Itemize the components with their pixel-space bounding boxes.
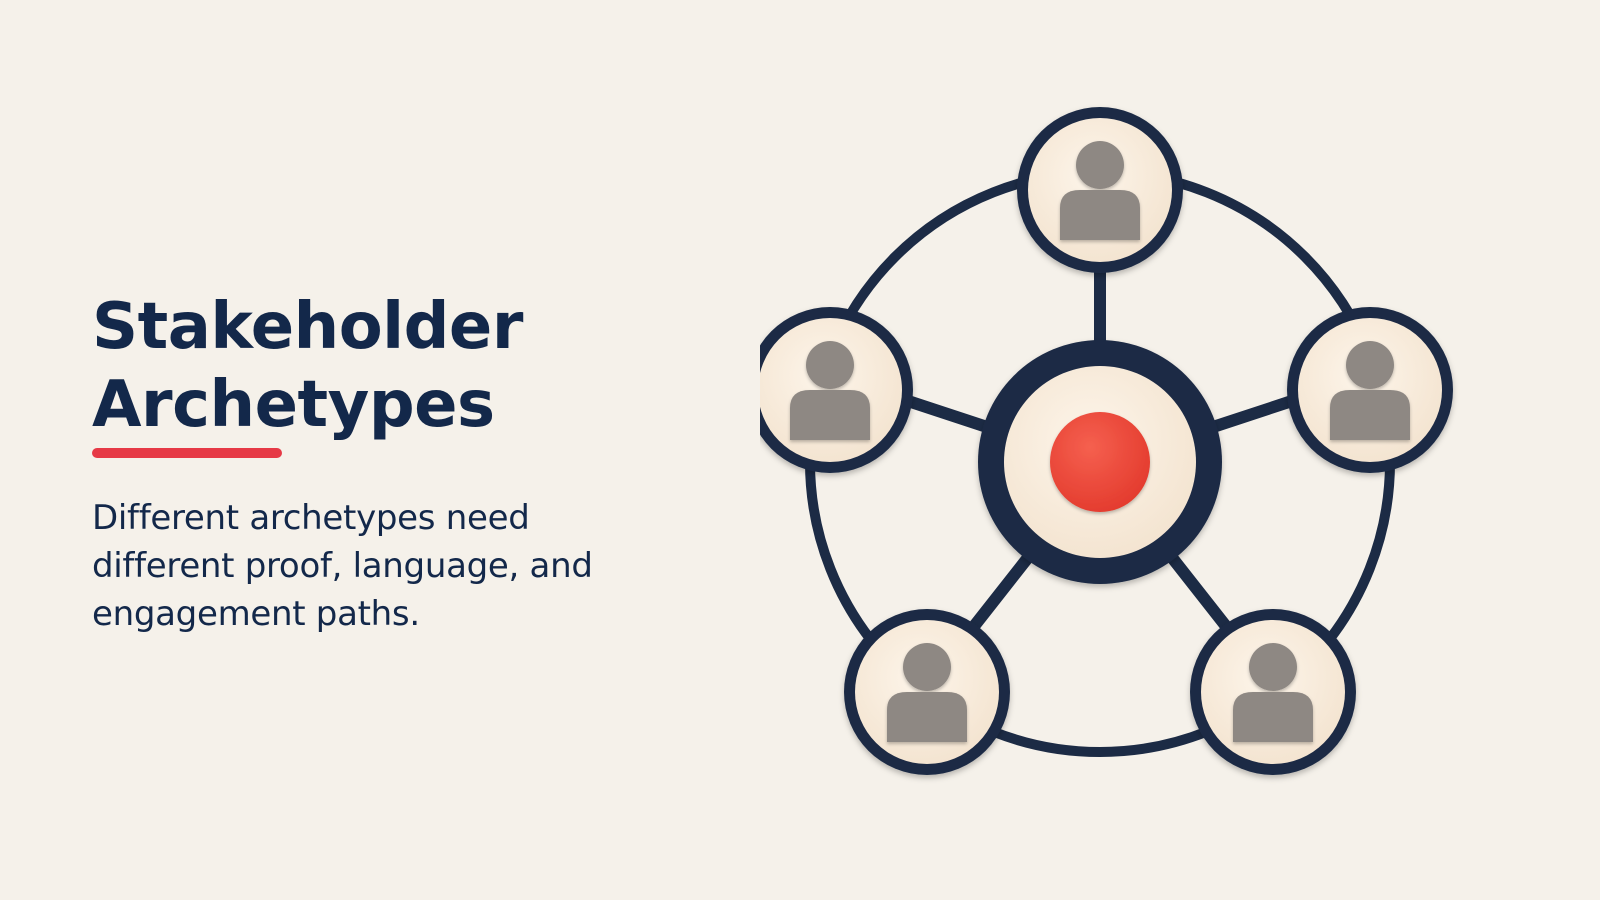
spokes	[899, 264, 1301, 631]
person-icon	[790, 341, 870, 440]
spoke-left	[899, 394, 996, 434]
person-icon	[887, 643, 967, 742]
spoke-bottom-right	[1164, 549, 1231, 631]
text-block: Stakeholder Archetypes Different archety…	[92, 288, 652, 638]
person-icon	[1233, 643, 1313, 742]
stakeholder-node-top	[1017, 107, 1183, 273]
stakeholder-node-bottom-right	[1190, 609, 1356, 775]
spoke-right	[1204, 394, 1301, 434]
stakeholder-network-diagram	[760, 107, 1453, 775]
slide-title: Stakeholder Archetypes	[92, 288, 652, 444]
person-icon	[1060, 141, 1140, 240]
stakeholder-node-bottom-left	[844, 609, 1010, 775]
stakeholder-node-left	[760, 307, 913, 473]
red-dot-icon	[1050, 412, 1150, 512]
title-line-1: Stakeholder	[92, 290, 523, 364]
stakeholder-node-right	[1287, 307, 1453, 473]
title-underline	[92, 448, 282, 458]
title-line-2: Archetypes	[92, 368, 495, 442]
spoke-bottom-left	[969, 549, 1036, 631]
person-icon	[1330, 341, 1410, 440]
slide-subtitle: Different archetypes need different proo…	[92, 498, 593, 634]
